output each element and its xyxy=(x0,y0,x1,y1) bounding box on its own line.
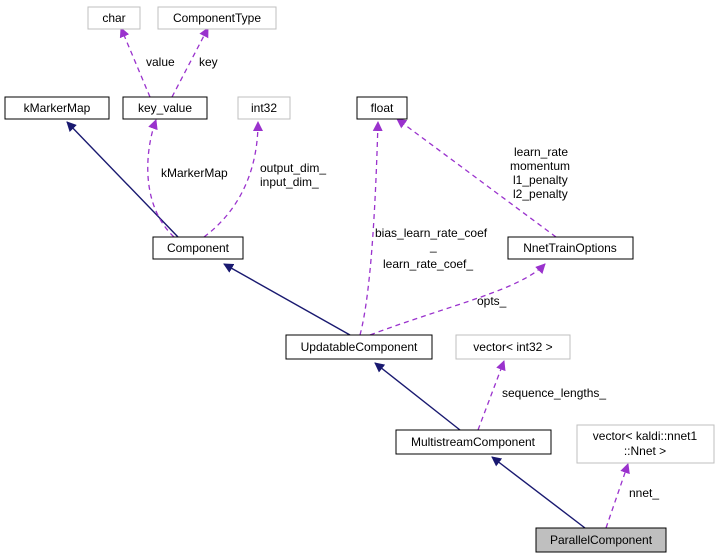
node-char[interactable]: char xyxy=(87,6,141,30)
edge-multistream-to-vector-int32 xyxy=(477,360,506,431)
node-nnet-train-options-label: NnetTrainOptions xyxy=(523,241,617,255)
node-kmarkermap-label: kMarkerMap xyxy=(24,101,91,115)
node-parallel-component[interactable]: ParallelComponent xyxy=(535,527,667,553)
node-vector-kaldi-nnet[interactable]: vector< kaldi::nnet1 ::Nnet > xyxy=(576,424,715,464)
edge-key-value-to-component-type xyxy=(171,27,209,98)
edge-label-sequence-lengths: sequence_lengths_ xyxy=(502,386,606,400)
node-updatable-component-label: UpdatableComponent xyxy=(301,340,418,354)
node-vector-int32-label: vector< int32 > xyxy=(473,340,552,354)
edge-updatable-to-component xyxy=(223,263,351,336)
edge-label-l1-penalty: l1_penalty xyxy=(513,173,568,187)
edge-label-value: value xyxy=(146,55,175,69)
node-parallel-component-label: ParallelComponent xyxy=(550,533,653,547)
edge-key-value-to-char xyxy=(119,27,151,98)
node-key-value[interactable]: key_value xyxy=(122,96,208,120)
node-component-label: Component xyxy=(167,241,230,255)
edge-label-opts: opts_ xyxy=(477,294,507,308)
edge-label-input-dim: input_dim_ xyxy=(260,175,319,189)
edge-label-underscore: _ xyxy=(429,239,437,253)
edge-label-learn-rate: learn_rate xyxy=(514,145,568,159)
node-vector-kaldi-nnet-label-line1: vector< kaldi::nnet1 xyxy=(593,429,698,443)
node-vector-kaldi-nnet-label-line2: ::Nnet > xyxy=(624,444,666,458)
node-int32[interactable]: int32 xyxy=(237,96,291,120)
node-key-value-label: key_value xyxy=(138,101,192,115)
edge-parallel-to-vector-nnet xyxy=(605,463,630,529)
edge-component-to-key-value xyxy=(147,119,175,238)
edge-label-kmarkermap: kMarkerMap xyxy=(161,166,228,180)
node-multistream-component-label: MultistreamComponent xyxy=(411,435,536,449)
edge-label-l2-penalty: l2_penalty xyxy=(513,187,568,201)
node-component-type[interactable]: ComponentType xyxy=(157,6,277,30)
node-int32-label: int32 xyxy=(251,101,277,115)
edge-component-to-kmarkermap xyxy=(66,121,179,238)
edge-component-to-int32 xyxy=(203,121,263,238)
edge-label-key: key xyxy=(199,55,218,69)
edge-updatable-to-nnet-train-options xyxy=(369,263,546,336)
node-nnet-train-options[interactable]: NnetTrainOptions xyxy=(507,236,634,260)
edge-nnet-train-options-to-float xyxy=(396,118,557,238)
node-component[interactable]: Component xyxy=(152,236,244,260)
node-float-label: float xyxy=(371,101,394,115)
edge-label-output-dim: output_dim_ xyxy=(260,161,326,175)
node-float[interactable]: float xyxy=(356,96,408,120)
node-vector-int32[interactable]: vector< int32 > xyxy=(455,334,571,360)
edge-multistream-to-updatable xyxy=(374,362,461,431)
edge-label-momentum: momentum xyxy=(510,159,570,173)
node-multistream-component[interactable]: MultistreamComponent xyxy=(395,429,552,455)
edge-parallel-to-multistream xyxy=(491,456,586,529)
edge-label-learn-rate-coef: learn_rate_coef_ xyxy=(383,257,473,271)
node-updatable-component[interactable]: UpdatableComponent xyxy=(285,334,433,360)
edge-updatable-to-float xyxy=(359,121,383,336)
edge-label-bias-learn-rate-coef: bias_learn_rate_coef xyxy=(375,226,488,240)
edge-label-nnet: nnet_ xyxy=(629,486,659,500)
node-kmarkermap[interactable]: kMarkerMap xyxy=(4,96,110,120)
node-component-type-label: ComponentType xyxy=(173,11,261,25)
node-char-label: char xyxy=(102,11,125,25)
